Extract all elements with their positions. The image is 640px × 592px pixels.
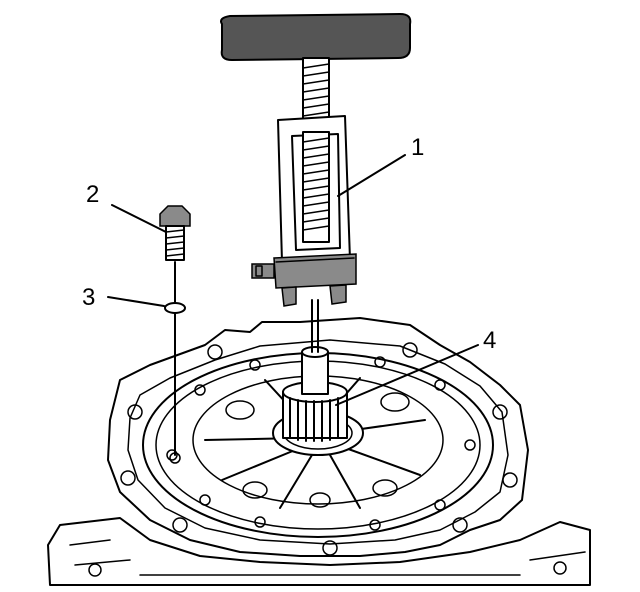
callout-label-1: 1 bbox=[411, 134, 424, 161]
callout-label-3: 3 bbox=[82, 284, 95, 311]
callout-label-2: 2 bbox=[86, 181, 99, 208]
seal-washer bbox=[164, 302, 186, 464]
puller-tool bbox=[220, 12, 412, 353]
callout-leaders bbox=[107, 154, 479, 406]
pump-bolt bbox=[159, 205, 191, 303]
stator-shaft bbox=[282, 346, 348, 442]
callout-label-4: 4 bbox=[483, 327, 496, 354]
